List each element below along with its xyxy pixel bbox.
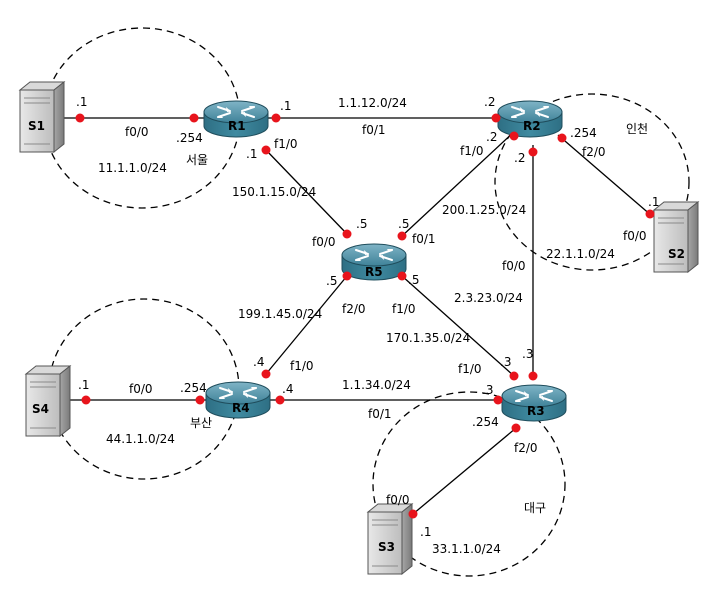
host-address-label: .4	[253, 355, 264, 369]
network-label: 1.1.12.0/24	[338, 96, 407, 110]
host-address-label: .5	[398, 217, 409, 231]
port-dot	[275, 395, 285, 405]
network-label: 199.1.45.0/24	[238, 307, 322, 321]
port-dot	[645, 209, 655, 219]
host-address-label: .2	[486, 130, 497, 144]
interface-label: f1/0	[290, 359, 314, 373]
region-label-busan: 부산	[190, 416, 212, 430]
port-dot	[493, 395, 503, 405]
region-circle-incheon	[494, 93, 690, 271]
port-dot	[75, 113, 85, 123]
interface-label: f1/0	[460, 144, 484, 158]
port-dot	[557, 133, 567, 143]
server-s2-label: S2	[668, 247, 685, 261]
router-r3-label: R3	[527, 404, 545, 418]
port-dot	[342, 229, 352, 239]
network-label: 200.1.25.0/24	[442, 203, 526, 217]
link-r5-r3	[401, 275, 515, 377]
port-dot	[271, 113, 281, 123]
network-label: 150.1.15.0/24	[232, 185, 316, 199]
port-dot	[509, 371, 519, 381]
interface-label: f2/0	[582, 145, 606, 159]
port-dot	[491, 113, 501, 123]
region-label-incheon: 인천	[626, 121, 648, 136]
port-dot	[397, 271, 407, 281]
port-dot	[528, 147, 538, 157]
region-label-daegu: 대구	[524, 501, 546, 515]
port-dot	[528, 371, 538, 381]
host-address-label: .254	[180, 381, 207, 395]
server-s1-icon[interactable]	[19, 81, 65, 153]
interface-label: f1/0	[392, 302, 416, 316]
host-address-label: .4	[282, 382, 293, 396]
interface-label: f0/0	[386, 493, 410, 507]
region-circle-daegu	[372, 391, 566, 577]
link-r2-r5	[401, 129, 517, 237]
interface-label: f2/0	[342, 302, 366, 316]
router-r4-label: R4	[232, 401, 250, 415]
host-address-label: .1	[648, 195, 659, 209]
interface-label: f2/0	[514, 441, 538, 455]
host-address-label: .1	[280, 99, 291, 113]
host-address-label: .2	[484, 95, 495, 109]
host-address-label: .5	[356, 217, 367, 231]
network-label: 44.1.1.0/24	[106, 432, 175, 446]
port-dot	[189, 113, 199, 123]
port-dot	[81, 395, 91, 405]
host-address-label: .5	[326, 274, 337, 288]
interface-label: f0/0	[623, 229, 647, 243]
port-dot	[261, 145, 271, 155]
port-dot	[509, 131, 519, 141]
server-s2-icon[interactable]	[653, 201, 699, 273]
host-address-label: .1	[76, 95, 87, 109]
network-label: 170.1.35.0/24	[386, 331, 470, 345]
link-r1-r5	[265, 149, 348, 235]
host-address-label: .1	[246, 147, 257, 161]
host-address-label: .1	[420, 525, 431, 539]
router-r5-label: R5	[365, 265, 383, 279]
link-r2-s2	[557, 134, 653, 217]
server-s4-icon[interactable]	[25, 365, 71, 437]
interface-label: f0/1	[362, 123, 386, 137]
interface-label: f0/1	[368, 407, 392, 421]
port-dot	[195, 395, 205, 405]
network-label: 2.3.23.0/24	[454, 291, 523, 305]
interface-label: f1/0	[458, 362, 482, 376]
interface-label: f0/0	[125, 125, 149, 139]
host-address-label: .254	[472, 415, 499, 429]
network-label: 22.1.1.0/24	[546, 247, 615, 261]
host-address-label: .5	[408, 273, 419, 287]
router-r1-label: R1	[228, 119, 246, 133]
interface-label: f0/0	[312, 235, 336, 249]
link-r5-r4	[265, 275, 348, 375]
port-dot	[342, 271, 352, 281]
interface-label: f0/1	[412, 232, 436, 246]
host-address-label: .3	[500, 355, 511, 369]
network-label: 1.1.34.0/24	[342, 378, 411, 392]
network-label: 33.1.1.0/24	[432, 542, 501, 556]
network-label: 11.1.1.0/24	[98, 161, 167, 175]
port-dot	[397, 231, 407, 241]
server-s3-label: S3	[378, 540, 395, 554]
server-s4-label: S4	[32, 402, 49, 416]
host-address-label: .3	[522, 347, 533, 361]
port-dot	[511, 423, 521, 433]
host-address-label: .3	[482, 383, 493, 397]
port-dot	[408, 509, 418, 519]
server-s3-icon[interactable]	[367, 503, 413, 575]
region-label-seoul: 서울	[186, 153, 208, 167]
host-address-label: .254	[176, 131, 203, 145]
interface-label: f0/0	[502, 259, 526, 273]
host-address-label: .254	[570, 126, 597, 140]
interface-label: f1/0	[274, 137, 298, 151]
interface-label: f0/0	[129, 382, 153, 396]
server-s1-label: S1	[28, 119, 45, 133]
host-address-label: .2	[514, 151, 525, 165]
port-dot	[261, 369, 271, 379]
router-r2-label: R2	[523, 119, 541, 133]
link-r3-s3	[412, 427, 517, 515]
host-address-label: .1	[78, 378, 89, 392]
